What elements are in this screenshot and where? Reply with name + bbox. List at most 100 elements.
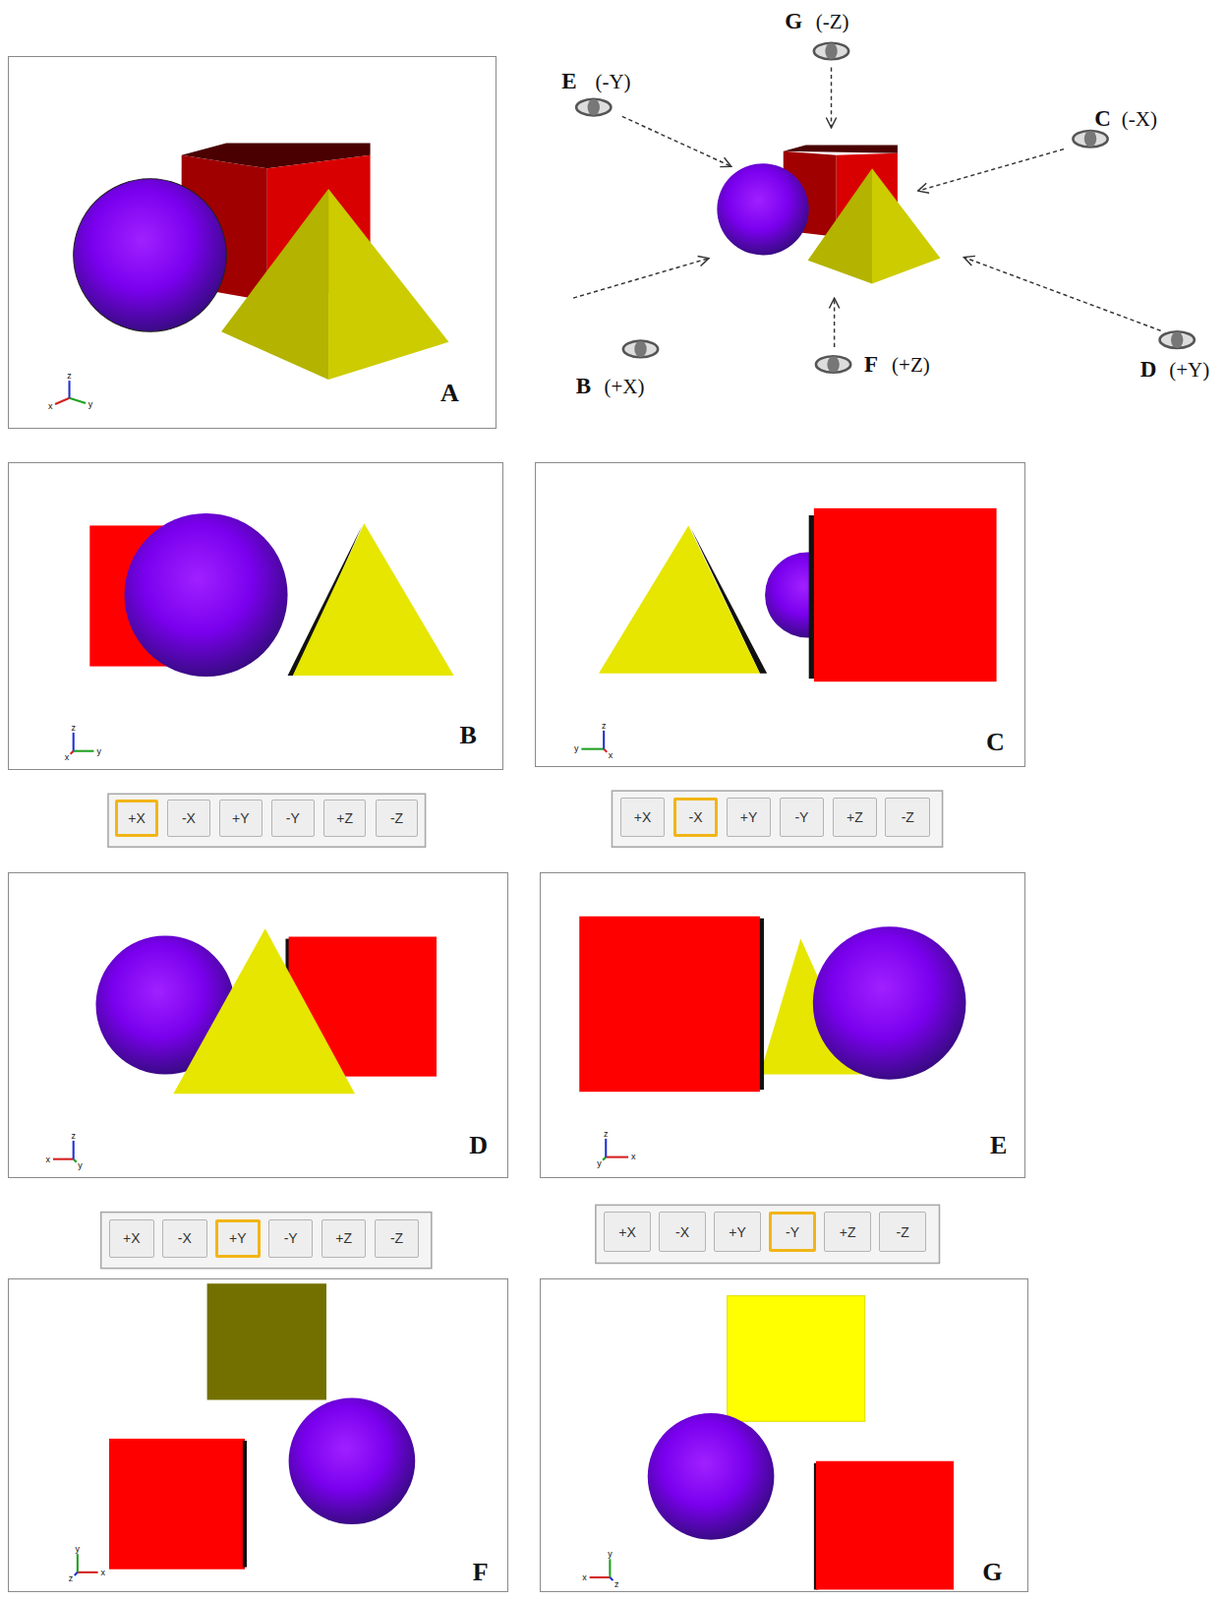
view-arrows [573,67,1162,348]
axis-line [605,1156,629,1159]
axis-line [602,730,605,750]
axis-letter: z [66,370,72,381]
axis-letter: z [603,1128,609,1139]
button-label: +Y [740,809,759,825]
scene-d [96,928,438,1094]
view-button: -Y [779,797,825,836]
view-button: +Y [219,799,263,836]
axis-letter: x [631,1151,637,1162]
button-label: -Y [284,1229,298,1246]
axis-letter: x [101,1567,107,1577]
view-button: +Z [832,797,878,836]
pyramid [598,525,760,673]
view-button: -Z [374,1219,420,1258]
view-button: -Z [375,799,419,836]
scene-a [73,142,450,380]
view-direction: (-Z) [816,8,850,34]
axis-line [74,1572,78,1576]
axis-letter: y [596,1158,602,1168]
axis-letter: x [46,1154,52,1165]
scene-b [89,513,454,677]
axis-line [609,1576,613,1580]
view-button: +Y [726,797,772,836]
axis-line [73,1159,77,1163]
axis-letter: y [88,399,94,409]
view-button: -Y [271,799,315,836]
cube [814,508,997,682]
button-label: -X [689,809,703,825]
button-bars [101,790,943,1269]
view-button: +X [603,1211,651,1251]
view-letter: G [784,8,803,35]
button-label: -X [177,1229,192,1246]
view-panel: C [534,462,1026,767]
axis-triads [53,380,629,1580]
button-label: +X [127,810,146,826]
button-label: -Z [390,1229,404,1246]
view-letter: E [561,68,577,95]
axis-letter: z [68,1573,74,1583]
axis-letter: x [64,752,70,762]
axis-letter: y [574,743,580,754]
button-label: +Z [846,809,864,825]
view-button: +X [620,797,666,836]
view-panel: E [539,872,1026,1178]
view-panel: G [539,1278,1029,1593]
button-label: +Y [229,1229,247,1246]
axis-line [53,1158,74,1161]
axis-line [68,380,71,399]
view-button: +X [109,1219,155,1258]
axis-letter: y [607,1548,613,1559]
axis-line [72,732,75,752]
view-button: -X [167,799,211,836]
view-panel: D [7,872,508,1178]
view-letter: B [576,373,591,400]
scene-f [109,1283,415,1569]
pyramid-face [328,188,449,380]
view-button: -X [673,797,719,836]
view-panel: B [7,462,504,770]
sphere [73,178,228,333]
axis-line [603,749,607,753]
axis-line [581,748,604,751]
view-direction: (-X) [1121,107,1158,132]
axis-letter: x [582,1572,587,1582]
pyramid-face [872,168,941,284]
pyramid [292,523,455,676]
axis-line [77,1571,99,1574]
view-direction: (+Y) [1168,356,1210,382]
cube-edge [242,1440,247,1568]
axis-letter: z [70,722,76,733]
button-label: +Y [232,810,250,826]
axis-letter: x [48,401,54,411]
axis-line [589,1576,611,1578]
button-label: +Z [839,1224,857,1240]
panel-letter: F [472,1557,489,1587]
view-direction: (+X) [603,374,644,400]
axis-letter: z [601,720,607,731]
axis-line [72,1140,75,1160]
view-button: -Y [268,1219,314,1258]
pyramid-base [727,1295,866,1422]
view-button: +Z [823,1211,872,1251]
view-button: -X [162,1219,208,1258]
panel-letter: E [990,1130,1007,1161]
view-button: +Y [713,1211,761,1251]
view-direction: (-Y) [594,68,631,94]
cube [816,1460,954,1590]
scene-c [598,508,997,682]
pyramid-face [808,168,873,284]
panel-letter: A [440,378,460,409]
axis-line [602,1157,606,1161]
view-button: -X [658,1211,706,1251]
cube [109,1438,245,1570]
axis-line [70,751,74,755]
cube-top [783,144,898,153]
view-button: -Z [884,797,931,836]
button-label: -X [181,810,196,826]
view-button: +Z [323,799,367,836]
view-letter: D [1140,356,1158,383]
button-label: -Z [901,809,915,825]
view-direction: (+Z) [891,352,931,378]
